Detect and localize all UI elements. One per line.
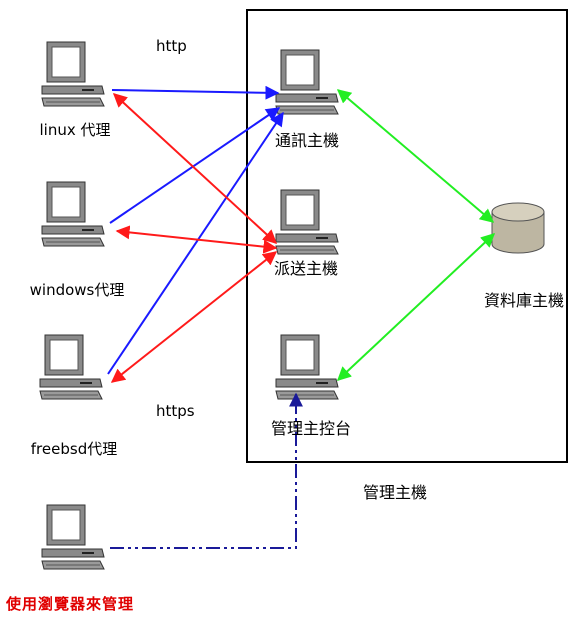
linux-to-comm-arrow (111, 85, 280, 100)
windows-dispatch-arrow (115, 225, 278, 254)
linux-agent-label: linux 代理 (39, 121, 111, 139)
linux-dispatch-arrow (112, 93, 278, 244)
freebsd-dispatch-arrow (110, 251, 278, 383)
browser-management-label: 使用瀏覽器來管理 (6, 595, 135, 613)
database-icon (491, 202, 545, 254)
comm-host-label: 通訊主機 (274, 131, 340, 150)
dispatch-host-label: 派送主機 (273, 259, 339, 278)
console-label: 管理主控台 (270, 419, 352, 438)
comm-host-computer-icon (275, 49, 339, 115)
management-box-title: 管理主機 (362, 483, 428, 502)
linux-agent-computer-icon (41, 41, 105, 107)
freebsd-agent-label: freebsd代理 (30, 440, 118, 458)
windows-agent-label: windows代理 (29, 281, 125, 299)
windows-to-comm-arrow (109, 107, 281, 224)
browser-computer-icon (41, 504, 105, 570)
console-computer-icon (275, 334, 339, 400)
database-host-label: 資料庫主機 (483, 291, 565, 310)
windows-agent-computer-icon (41, 181, 105, 247)
freebsd-to-comm-arrow (107, 111, 284, 375)
console-db-arrow (336, 233, 496, 381)
https-label: https (156, 402, 195, 420)
browser-console-link (110, 392, 303, 549)
comm-db-arrow (336, 89, 495, 223)
dispatch-host-computer-icon (275, 189, 339, 255)
freebsd-agent-computer-icon (39, 334, 103, 400)
http-label: http (156, 37, 187, 55)
